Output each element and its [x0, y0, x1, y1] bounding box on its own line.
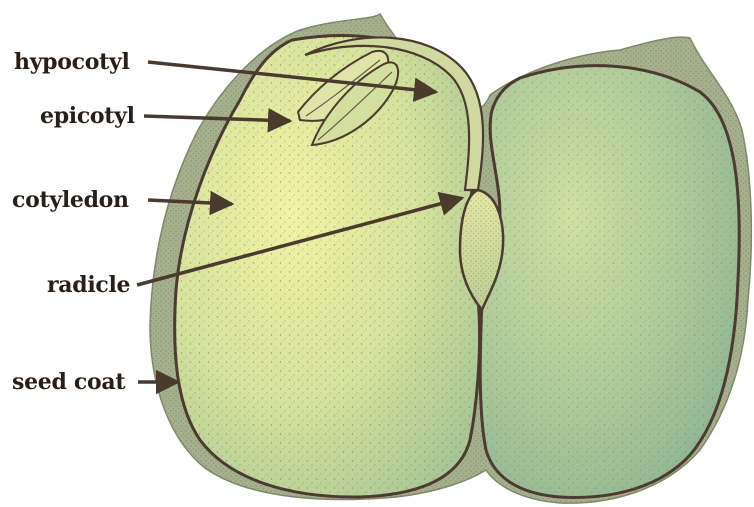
label-radicle: radicle [47, 272, 130, 298]
right-cotyledon-stipple [480, 66, 739, 498]
label-seed-coat: seed coat [12, 369, 125, 395]
label-cotyledon: cotyledon [12, 187, 129, 213]
label-hypocotyl: hypocotyl [14, 49, 130, 75]
label-epicotyl: epicotyl [40, 103, 135, 129]
